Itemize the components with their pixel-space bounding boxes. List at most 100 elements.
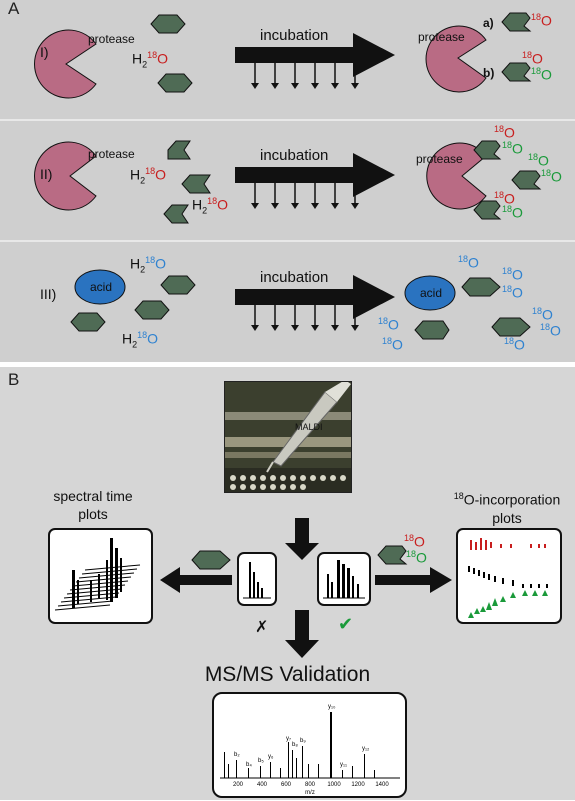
o18-label: 18O xyxy=(406,549,427,566)
o18-label: 18O xyxy=(502,284,523,301)
o18-label: 18O xyxy=(540,322,561,339)
o18-label: 18O xyxy=(404,533,425,550)
cleaved-peptide xyxy=(181,174,211,194)
cleaved-peptide xyxy=(473,200,502,220)
spectrum-box-labeled xyxy=(317,552,371,606)
o18-label: 18O xyxy=(502,204,523,221)
peptide-substrate xyxy=(160,275,196,295)
panel-a-letter: A xyxy=(8,0,20,18)
spectrum-x-tick: 600 xyxy=(281,782,292,788)
spectrum-peak-label: y₁₀ xyxy=(328,704,336,710)
enzyme-label: protease xyxy=(416,152,463,166)
down-arrow xyxy=(285,610,319,658)
peptide-substrate xyxy=(150,14,186,34)
check-mark: ✔ xyxy=(338,614,354,634)
spectrum-x-tick: 1000 xyxy=(327,782,341,788)
spectrum-peak-label: y₇ xyxy=(286,736,291,742)
cleaved-peptide xyxy=(501,12,532,32)
peptide-substrate xyxy=(157,73,193,93)
water-label: H218O xyxy=(132,50,169,70)
o18-incorporation-box xyxy=(456,528,562,624)
spectrum-x-tick: 1200 xyxy=(351,782,365,788)
o18-label: 18O xyxy=(531,12,552,29)
spectral-time-plots-title: spectral time plots xyxy=(53,488,133,522)
incubation-label: incubation xyxy=(260,147,329,164)
o18-label: 18O xyxy=(378,316,399,333)
panel-b-letter: B xyxy=(8,370,20,389)
incubation-label: incubation xyxy=(260,269,329,286)
o18-label: 18O xyxy=(382,336,403,353)
water-label: H218O xyxy=(130,166,167,186)
cleaved-peptide xyxy=(167,140,191,160)
acid-catalyst xyxy=(404,275,456,311)
protease-enzyme xyxy=(426,142,487,210)
cleaved-peptide xyxy=(511,170,542,190)
enzyme-label: acid xyxy=(90,280,113,294)
panel-a-diagram xyxy=(34,12,542,340)
spectrum-peak-label: b₉ xyxy=(300,738,306,744)
msms-validation-title: MS/MS Validation xyxy=(204,663,371,686)
spectrum-x-tick: 800 xyxy=(305,782,316,788)
down-arrow xyxy=(285,518,319,560)
cleaved-peptide xyxy=(163,204,189,224)
enzyme-label: protease xyxy=(88,32,135,46)
o18-label: 18O xyxy=(502,266,523,283)
enzyme-label: acid xyxy=(420,286,443,300)
peptide-substrate xyxy=(70,312,106,332)
spectrum-x-tick: 400 xyxy=(257,782,268,788)
o18-label: 18O xyxy=(522,50,543,67)
protease-enzyme xyxy=(34,29,97,99)
cleaved-peptide xyxy=(491,317,531,337)
o18-label: 18O xyxy=(528,152,549,169)
peptide-icon xyxy=(191,550,231,570)
spectrum-x-tick: 1400 xyxy=(375,782,389,788)
spectrum-peak-label: y₆ xyxy=(268,754,274,760)
spectrum-box-unlabeled xyxy=(237,552,277,606)
maldi-photo: MALDI xyxy=(224,381,352,493)
o18-incorporation-title: 18O-incorporation plots xyxy=(453,491,561,526)
maldi-label: MALDI xyxy=(295,422,323,432)
enzyme-label: protease xyxy=(88,147,135,161)
protease-enzyme xyxy=(34,141,97,211)
peptide-icon xyxy=(377,545,408,565)
row-label: I) xyxy=(40,44,49,60)
panel-b-diagram xyxy=(160,518,452,658)
o18-label: 18O xyxy=(502,140,523,157)
spectral-time-plots-box xyxy=(48,528,153,624)
cleaved-peptide xyxy=(461,277,501,297)
protease-enzyme xyxy=(425,25,487,93)
right-arrow xyxy=(375,567,452,593)
o18-label: 18O xyxy=(532,306,553,323)
spectrum-peak-label: b₄ xyxy=(246,762,252,768)
acid-catalyst xyxy=(74,269,126,305)
water-label: H218O xyxy=(192,196,229,216)
row-separator xyxy=(0,119,575,121)
cleaved-peptide xyxy=(473,140,502,160)
spectrum-peak-label: y₁₂ xyxy=(362,746,370,752)
product-label-a: a) xyxy=(483,16,494,30)
spectrum-x-label: m/z xyxy=(305,790,315,796)
left-arrow xyxy=(160,567,232,593)
spectrum-x-tick: 200 xyxy=(233,782,244,788)
spectrum-peak-label: b₈ xyxy=(292,742,298,748)
peptide-substrate xyxy=(134,300,170,320)
o18-label: 18O xyxy=(494,124,515,141)
cleaved-peptide xyxy=(501,62,532,82)
enzyme-label: protease xyxy=(418,30,465,44)
o18-label: 18O xyxy=(494,190,515,207)
water-label: H218O xyxy=(130,255,167,275)
incubation-label: incubation xyxy=(260,27,329,44)
water-label: H218O xyxy=(122,330,159,350)
row-label: III) xyxy=(40,286,57,302)
row-separator xyxy=(0,240,575,242)
spectrum-peak-label: y₁₁ xyxy=(340,762,347,768)
o18-label: 18O xyxy=(504,336,525,353)
cross-mark: ✗ xyxy=(255,619,269,636)
cleaved-peptide xyxy=(414,320,450,340)
o18-label: 18O xyxy=(531,66,552,83)
o18-label: 18O xyxy=(541,168,562,185)
o18-label: 18O xyxy=(458,254,479,271)
product-label-b: b) xyxy=(483,66,495,80)
spectrum-peak-label: b₅ xyxy=(258,758,264,764)
spectrum-peak-label: b₂ xyxy=(234,752,240,758)
